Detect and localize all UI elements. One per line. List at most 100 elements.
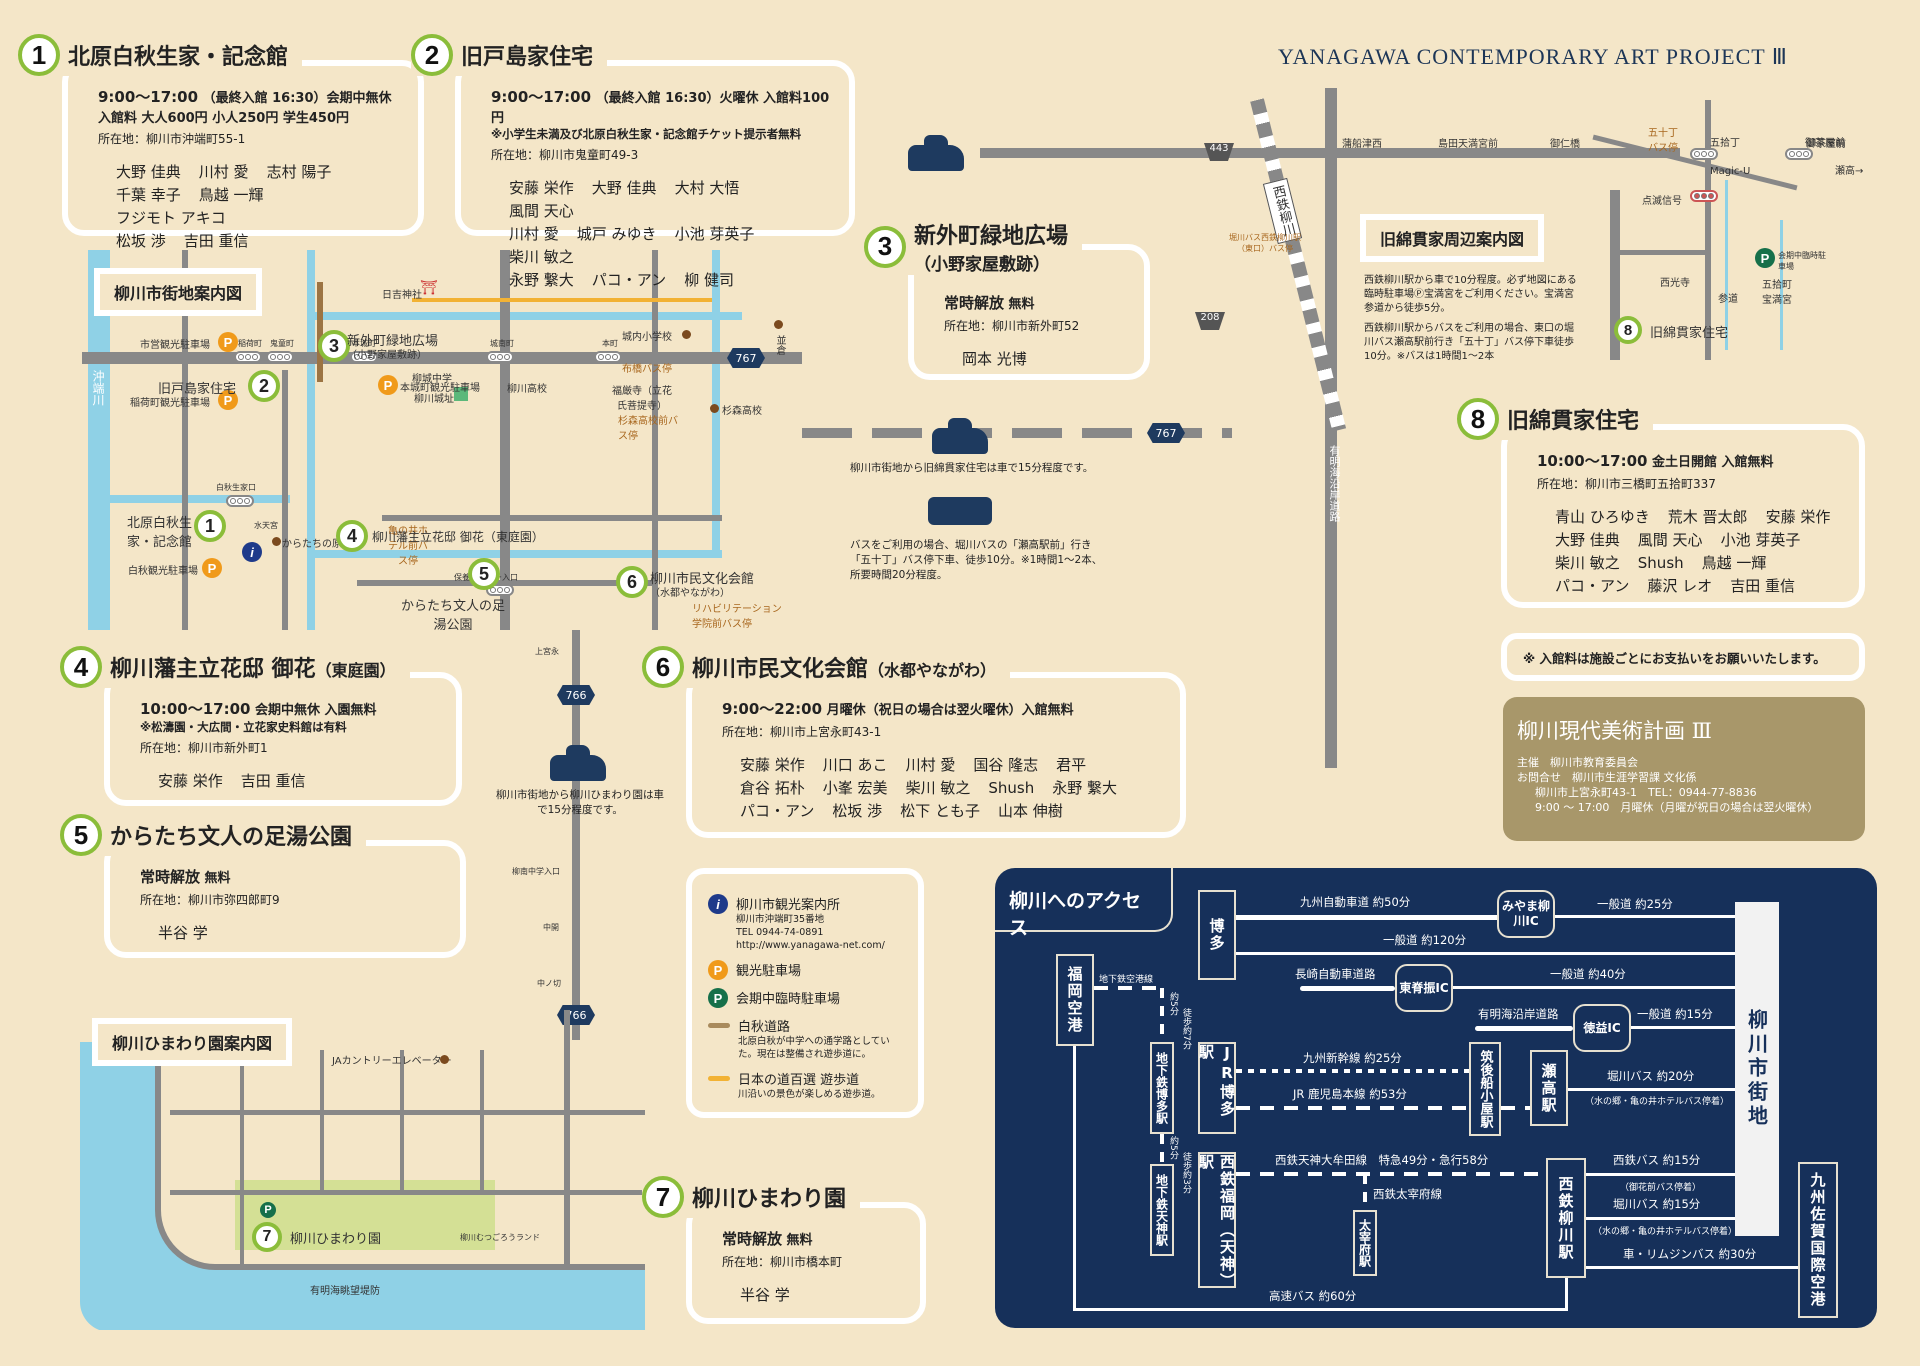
venue-address: 所在地：柳川市新外町52 [944, 319, 1080, 333]
venue-title: 柳川藩主立花邸 御花 [110, 657, 316, 682]
route-label: 九州新幹線 約25分 [1303, 1051, 1402, 1065]
ic-tokumasu: 徳益IC [1573, 1004, 1631, 1052]
artist-name: 小池 芽英子 [674, 225, 755, 243]
artist-name: 大野 佳典 [591, 179, 657, 197]
landmark-label: 参道 [1718, 294, 1738, 305]
access-title: 柳川へのアクセス [995, 868, 1173, 939]
marker-venue-6[interactable]: 6 [616, 566, 648, 598]
artist-name: 安藤 栄作 [509, 179, 574, 197]
info-icon[interactable]: i [242, 542, 262, 562]
venue-address: 所在地：柳川市沖端町55-1 [98, 132, 246, 146]
marker-venue-8[interactable]: 8 [1614, 316, 1642, 344]
venue-marker-label: 北原白秋生家・記念館 [126, 516, 192, 550]
artist-list: 安藤 栄作吉田 重信 [140, 770, 446, 793]
route-label: 車・リムジンバス 約30分 [1623, 1247, 1757, 1261]
organizer-panel: 柳川現代美術計画 Ⅲ 主催 柳川市教育委員会 お問合せ 柳川市生涯学習課 文化係… [1503, 697, 1865, 841]
signal-label: 上宮永 [535, 647, 559, 656]
signal-label: 本城町 [352, 339, 376, 348]
artist-name: 藤沢 レオ [1647, 577, 1713, 595]
route-label: 一般道 約15分 [1637, 1007, 1713, 1021]
parking-green-icon[interactable]: P [1755, 248, 1775, 268]
station-jr-hakata: JR博多駅 [1197, 1042, 1236, 1134]
artist-name: パコ・アン [1555, 577, 1630, 595]
parking-orange-icon[interactable]: P [202, 558, 222, 578]
venue-hours: 10:00～17:00 [140, 700, 251, 718]
venue-title: 新外町緑地広場 [914, 224, 1069, 249]
venue-marker-label: 旧綿貫家住宅 [1650, 326, 1729, 341]
signal-label: 柳南中学入口 [512, 867, 560, 876]
legend-label: 日本の道百選 遊歩道 [738, 1073, 860, 1088]
route-label: JR 鹿児島本線 約53分 [1293, 1087, 1407, 1101]
venue-fee: 入館料 大人600円 小人250円 学生450円 [98, 111, 349, 126]
artist-name: パコ・アン [591, 271, 667, 289]
torii-icon: ⛩ [420, 280, 438, 296]
route-label: 九州自動車道 約50分 [1300, 895, 1411, 909]
route-label: 高速バス 約60分 [1269, 1289, 1357, 1303]
promenade-swatch [708, 1076, 730, 1081]
route-label: 有明海沿岸道路 [1478, 1007, 1559, 1021]
parking-orange-icon[interactable]: P [378, 375, 398, 395]
venue-number-badge: 3 [864, 225, 906, 268]
artist-list: 大野 佳典川村 愛志村 陽子千葉 幸子鳥越 一輝フジモト アキコ松坂 渉吉田 重… [98, 161, 408, 253]
signal-label: 蒲船津西 [1342, 139, 1382, 150]
artist-name: 荒木 晋太郎 [1667, 508, 1748, 526]
castle-label: 柳川城址 [414, 394, 454, 405]
marker-venue-2[interactable]: 2 [248, 370, 280, 402]
marker-venue-1[interactable]: 1 [194, 510, 226, 542]
artist-name: 大野 佳典 [1555, 531, 1620, 549]
artist-name: パコ・アン [740, 802, 815, 820]
artist-name: 柴川 敏之 [509, 248, 574, 266]
venue-number-badge: 7 [642, 1176, 684, 1218]
tree-label: からたちの原木 [282, 539, 352, 550]
route-label: 約5分 [1168, 1136, 1178, 1160]
watanuki-desc: 西鉄柳川駅からバスをご利用の場合、東口の堀川バス瀬高駅前行き「五十丁」バス停下車… [1364, 323, 1574, 362]
signal-label: 島田天満宮前 [1438, 139, 1498, 150]
legend-link[interactable]: http://www.yanagawa-net.com/ [736, 940, 885, 951]
marker-venue-4[interactable]: 4 [336, 520, 368, 552]
parking-orange-icon[interactable]: P [218, 332, 238, 352]
artist-name: 大野 佳典 [116, 163, 181, 181]
parking-orange-icon[interactable]: P [218, 390, 238, 410]
marker-venue-3[interactable]: 3 [318, 330, 350, 362]
landmark-label: JAカントリーエレベーター [332, 1056, 452, 1067]
venue-fee: ※松濤園・大広間・立花家史料館は有料 [140, 720, 347, 734]
route-443-badge: 443 [1204, 143, 1234, 161]
bus-stop-label: 布橋バス停 [622, 364, 672, 375]
ic-miyama: みやま柳川IC [1497, 890, 1555, 938]
route-label: 堀川バス 約15分 [1613, 1197, 1701, 1211]
signal-label: 鬼童町 [270, 339, 294, 348]
bus-stop-label: 堀川バス西鉄柳川駅（東口）バス停 [1229, 233, 1301, 253]
yanagawa-city-node: 柳川市街地 [1735, 902, 1779, 1236]
legend-desc: 北原白秋が中学への通学路としていた。現在は整備され遊歩道に。 [738, 1036, 890, 1060]
artist-name: 倉谷 拓朴 [740, 779, 805, 797]
map-legend: i 柳川市観光案内所 柳川市沖端町35番地 TEL 0944-74-0891 h… [686, 868, 924, 1118]
organizer-contact: お問合せ 柳川市生涯学習課 文化係 [1517, 771, 1697, 784]
venue-subtitle: （東庭園） [315, 661, 396, 680]
signal-label: 城南町 [490, 339, 514, 348]
venue-hours: 9:00～22:00 [722, 700, 823, 718]
venue-address: 所在地：柳川市新外町1 [140, 741, 268, 755]
artist-name: 安藤 栄作 [740, 756, 805, 774]
car-note: 柳川市街地から柳川ひまわり園は車で15分程度です。 [496, 789, 664, 816]
artist-list: 半谷 学 [722, 1284, 910, 1307]
parking-green-icon[interactable]: P [260, 1202, 276, 1218]
venue-hours-note: 会期中無休 入園無料 [255, 703, 377, 718]
river-label: 沖端川 [91, 370, 105, 406]
artist-name: 君平 [1056, 756, 1087, 774]
kura-label: 並倉 [774, 335, 785, 355]
station-nishitetsu-fukuoka: 西鉄福岡（天神）駅 [1197, 1152, 1236, 1288]
car-icon [550, 745, 606, 781]
route-note: （水の郷・亀の井ホテルバス停着） [1585, 1097, 1730, 1107]
artist-name: 吉田 重信 [240, 772, 306, 790]
marker-venue-7[interactable]: 7 [252, 1222, 282, 1252]
station-subway-tenjin: 地下鉄天神駅 [1150, 1164, 1174, 1256]
shrine-label: 水天宮 [254, 521, 278, 530]
bus-stop-label: リハビリテーション学院前バス停 [692, 604, 782, 630]
himawari-map-title: 柳川ひまわり園案内図 [92, 1018, 293, 1066]
marker-venue-5[interactable]: 5 [468, 558, 500, 590]
artist-name: 半谷 学 [158, 924, 208, 942]
